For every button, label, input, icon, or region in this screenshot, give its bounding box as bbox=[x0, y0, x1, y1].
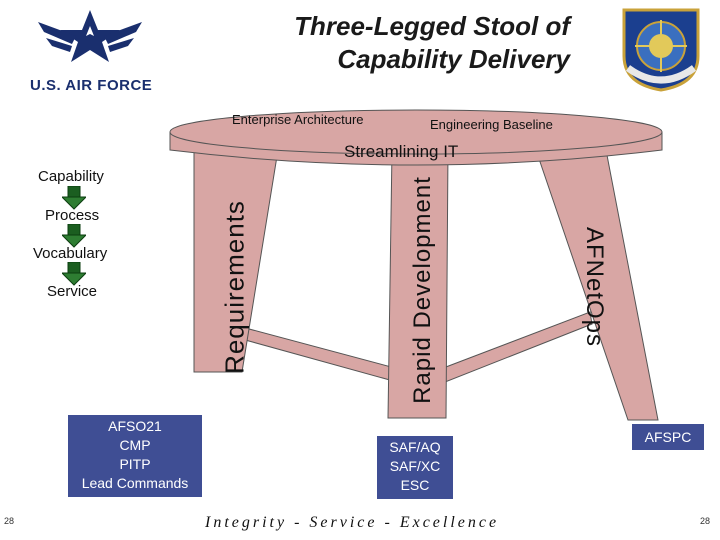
box-left-line-3: PITP bbox=[119, 456, 151, 472]
box-center-line-2: SAF/XC bbox=[389, 458, 441, 474]
title-line-2: Capability Delivery bbox=[337, 44, 570, 74]
box-left-line-4: Lead Commands bbox=[81, 475, 189, 491]
footer-motto: Integrity - Service - Excellence bbox=[205, 514, 500, 531]
air-force-wings-icon bbox=[38, 10, 142, 62]
page-number-right: 28 bbox=[700, 516, 711, 526]
seat-top bbox=[169, 109, 663, 155]
leg-label-afnetops: AFNetOps bbox=[581, 226, 608, 348]
air-force-logotype: U.S. AIR FORCE bbox=[30, 77, 153, 94]
leg-label-rapid-development: Rapid Development bbox=[409, 176, 436, 404]
down-arrow-icon bbox=[62, 186, 86, 210]
title-line-1: Three-Legged Stool of bbox=[294, 11, 570, 41]
down-arrow-icon bbox=[62, 262, 86, 286]
box-left-line-2: CMP bbox=[119, 437, 151, 453]
rung-right bbox=[437, 311, 593, 385]
box-center-line-1: SAF/AQ bbox=[389, 439, 441, 455]
box-left-organizations: AFSO21 CMP PITP Lead Commands bbox=[68, 415, 202, 497]
box-center-organizations: SAF/AQ SAF/XC ESC bbox=[377, 436, 453, 499]
rung-left bbox=[237, 325, 398, 383]
page-number-left: 28 bbox=[4, 516, 15, 526]
box-left-line-1: AFSO21 bbox=[108, 418, 162, 434]
step-capability: Capability bbox=[38, 168, 104, 185]
down-arrow-icon bbox=[62, 224, 86, 248]
box-right-organizations: AFSPC bbox=[632, 424, 704, 450]
step-vocabulary: Vocabulary bbox=[33, 245, 108, 262]
seat-label-streamlining-it: Streamlining IT bbox=[344, 142, 459, 161]
box-center-line-3: ESC bbox=[400, 477, 430, 493]
page-title: Three-Legged Stool of Capability Deliver… bbox=[220, 10, 570, 76]
box-right-line-1: AFSPC bbox=[644, 429, 692, 445]
step-process: Process bbox=[45, 207, 100, 224]
seat-label-engineering-baseline: Engineering Baseline bbox=[430, 117, 553, 132]
seat-label-enterprise-architecture: Enterprise Architecture bbox=[232, 112, 364, 127]
command-seal-icon bbox=[622, 8, 700, 92]
leg-label-requirements: Requirements bbox=[219, 200, 250, 374]
step-service: Service bbox=[47, 283, 98, 300]
